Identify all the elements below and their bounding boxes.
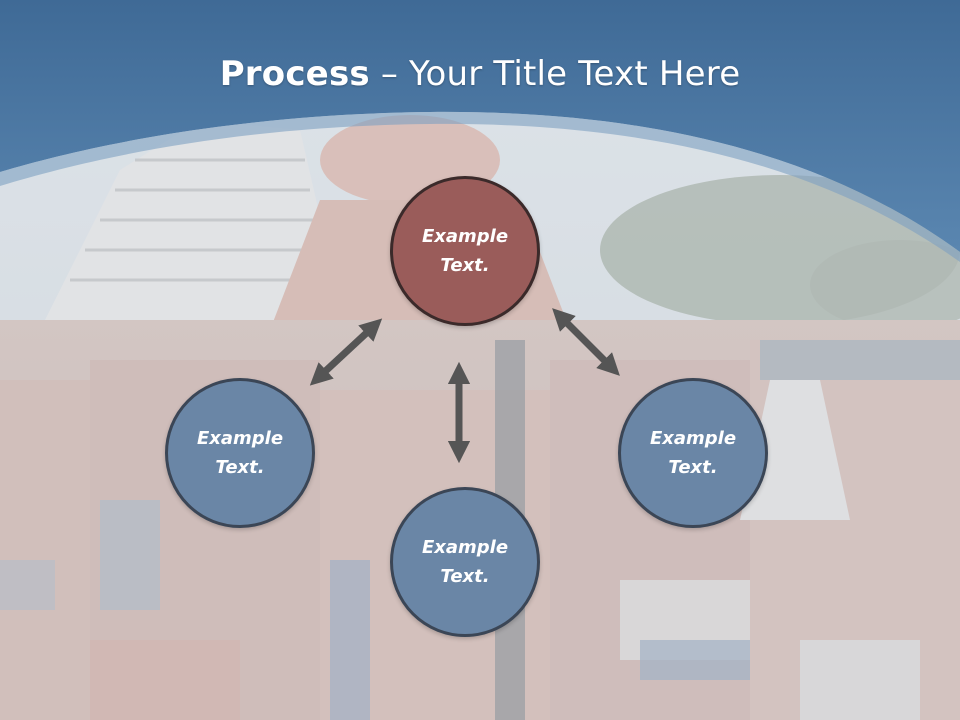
node-top-line1: Example xyxy=(421,226,509,247)
title-rest: – Your Title Text Here xyxy=(369,54,741,94)
title-bold: Process xyxy=(219,54,370,94)
slide-title: Process – Your Title Text Here xyxy=(0,52,960,96)
node-left-line2: Text. xyxy=(215,457,265,478)
node-right-line2: Text. xyxy=(668,457,718,478)
node-right-line1: Example xyxy=(649,428,737,449)
node-bottom-line1: Example xyxy=(421,537,509,558)
process-node-bottom[interactable]: Example Text. xyxy=(390,487,540,637)
node-bottom-line2: Text. xyxy=(440,566,490,587)
process-node-top[interactable]: Example Text. xyxy=(390,176,540,326)
process-node-right[interactable]: Example Text. xyxy=(618,378,768,528)
node-top-line2: Text. xyxy=(440,255,490,276)
node-left-line1: Example xyxy=(196,428,284,449)
process-node-left[interactable]: Example Text. xyxy=(165,378,315,528)
